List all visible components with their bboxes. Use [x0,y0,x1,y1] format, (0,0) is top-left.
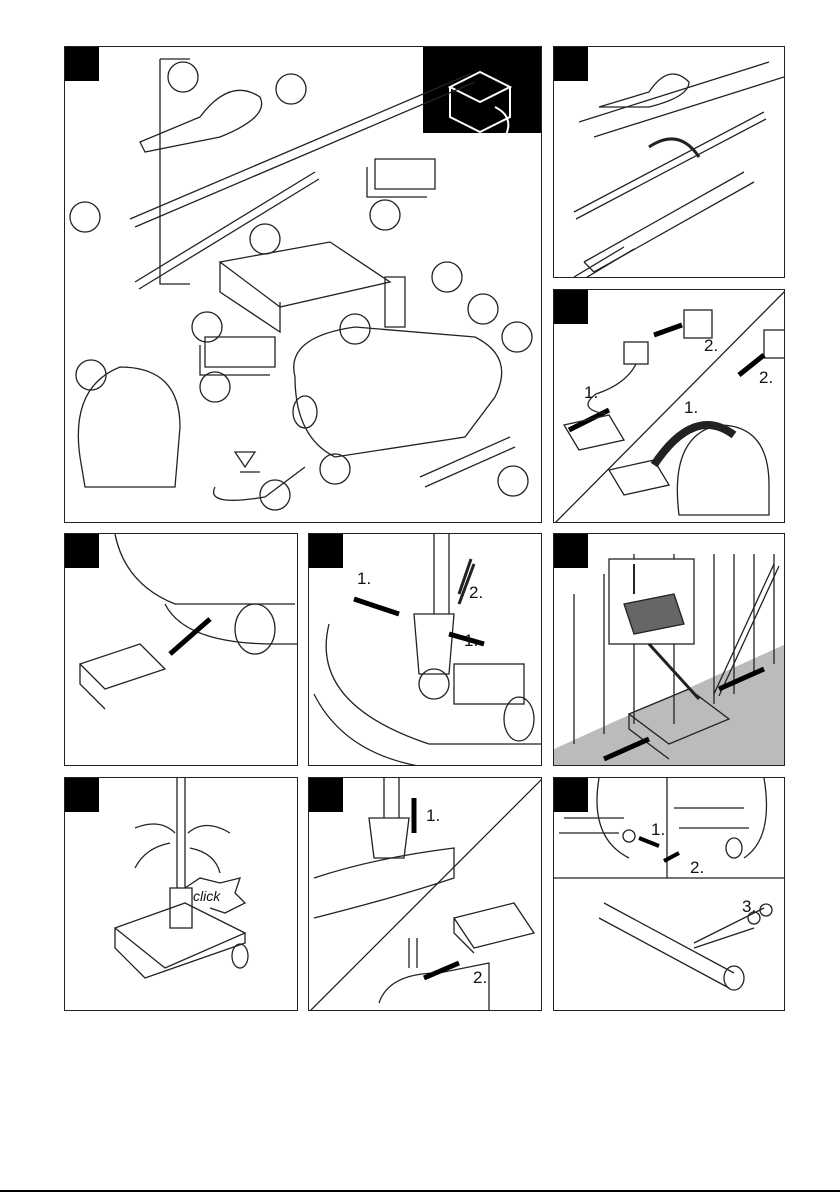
unpack-box-icon [423,47,541,133]
step-label: 2. [469,583,484,602]
step-label: 1. [651,820,666,839]
panel-charging: 2. 2. 1. 1. [553,289,785,523]
step-label: 1. [357,569,372,588]
panel-brush-cleaning: 1. 2. 3. [553,777,785,1011]
panel-assemble-tube [553,46,785,278]
operate-illustration [554,554,784,765]
contents-illustration [69,47,541,511]
step-label: 2. [690,858,705,877]
step-label: 1. [464,631,479,650]
park-illustration [113,778,249,979]
panel-park-position: click [64,777,298,1011]
panel-marker [554,534,588,568]
panel-marker [65,534,99,568]
step-label: 1. [426,806,441,825]
panel-marker [309,778,343,812]
step-label: 2. [759,368,774,387]
panel-attach-handle: 1. 2. 1. [308,533,542,766]
step-label: 1. [584,383,599,402]
step-label: 3. [742,897,757,916]
panel-attach-hand-vacuum: 1. 2. [308,777,542,1011]
brush-cleaning-illustration [554,778,784,991]
hand-vacuum-illustration [310,778,541,1010]
step-label: 2. [473,968,488,987]
panel-marker [554,47,588,81]
panel-insert-battery [64,533,298,766]
panel-marker [309,534,343,568]
attach-handle-illustration [313,534,541,765]
panel-marker [554,778,588,812]
step-label: 1. [684,398,699,417]
click-sound-label: click [193,888,221,904]
panel-marker [65,778,99,812]
tube-assembly-illustration [573,61,784,277]
panel-marker [554,290,588,324]
step-label: 2. [704,336,719,355]
panel-package-contents [64,46,542,523]
insert-battery-illustration [78,534,297,710]
charging-illustration [555,291,784,522]
panel-switch-on [553,533,785,766]
page-bottom-rule [0,1190,840,1192]
panel-marker [65,47,99,81]
